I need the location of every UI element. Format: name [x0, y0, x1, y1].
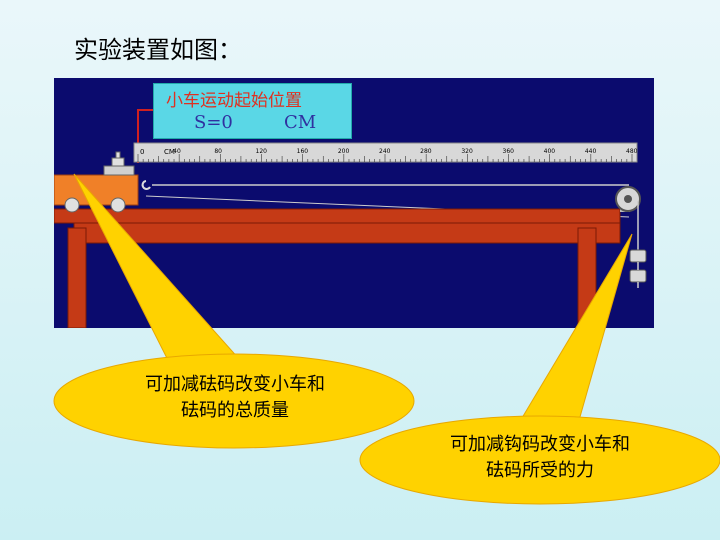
ruler-label: 160	[297, 148, 309, 155]
ruler-label: 320	[461, 148, 473, 155]
slide-title: 实验装置如图：	[74, 36, 242, 64]
start-position-title: 小车运动起始位置	[166, 91, 302, 111]
apparatus-drawing: 0 CM 40 80 120 160 200 240 280 320 360 400 440 480	[53, 109, 647, 329]
ruler-label: 360	[503, 148, 515, 155]
ruler-zero-label: 0	[140, 148, 144, 156]
callout-left-line2: 砝码的总质量	[181, 400, 289, 421]
hanging-weights	[629, 249, 647, 288]
apparatus-diagram: 0 CM 40 80 120 160 200 240 280 320 360 400 440 480	[53, 78, 654, 329]
ruler-ticks	[137, 154, 633, 162]
position-unit: CM	[284, 112, 317, 133]
cart-hook	[141, 180, 151, 190]
callout-right-line2: 砝码所受的力	[486, 460, 594, 481]
ruler-labels: 40 80 120 160 200 240 280 320 360 400 440 480	[173, 148, 637, 155]
callout-left-text: 可加减砝码改变小车和 砝码的总质量	[80, 372, 390, 424]
callout-right-line1: 可加减钩码改变小车和	[450, 434, 630, 455]
start-position-box: 小车运动起始位置 S=0 CM	[153, 83, 352, 139]
ruler-label: 280	[420, 148, 432, 155]
cart-weight	[103, 151, 135, 176]
track-lower	[73, 222, 621, 244]
ruler: 0 CM 40 80 120 160 200 240 280 320 360 400 440 480	[133, 142, 638, 163]
table-leg-left	[67, 227, 87, 329]
callout-left-line1: 可加减砝码改变小车和	[145, 374, 325, 395]
ruler-label: 480	[626, 148, 638, 155]
cart	[53, 174, 139, 213]
ruler-unit-label: CM	[164, 148, 175, 156]
pulley	[615, 186, 641, 212]
ruler-label: 440	[585, 148, 597, 155]
table-leg-right	[577, 227, 597, 329]
ruler-label: 240	[379, 148, 391, 155]
ruler-label: 200	[338, 148, 350, 155]
callout-right-text: 可加减钩码改变小车和 砝码所受的力	[380, 432, 700, 484]
ruler-label: 40	[173, 148, 181, 155]
ruler-label: 120	[256, 148, 268, 155]
ruler-label: 80	[214, 148, 222, 155]
track-top	[53, 208, 621, 224]
ruler-label: 400	[544, 148, 556, 155]
position-value: S=0	[194, 112, 233, 133]
